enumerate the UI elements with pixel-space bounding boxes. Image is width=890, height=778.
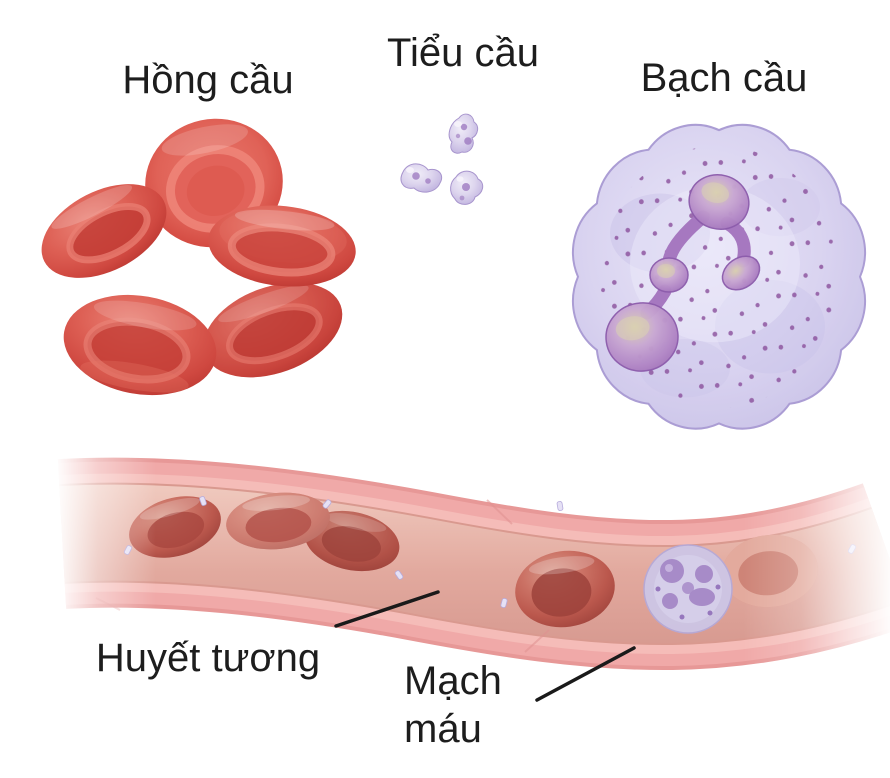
vessel-red-blood-cell xyxy=(722,534,818,608)
platelet xyxy=(450,170,484,205)
vessel-red-blood-cell xyxy=(515,550,615,628)
label-plasma: Huyết tương xyxy=(95,636,321,680)
label-blood-vessel-line1: Mạch xyxy=(404,659,502,703)
white-blood-cell-illustration xyxy=(571,123,867,430)
platelets-illustration xyxy=(400,113,484,205)
wbc-nucleus-lobe xyxy=(721,255,761,291)
wbc-nucleus xyxy=(605,174,761,372)
platelet xyxy=(400,163,443,193)
wbc-nucleus-lobe xyxy=(649,257,689,293)
red-blood-cell xyxy=(203,282,343,378)
plasma-platelet-sparkle xyxy=(199,496,207,506)
red-blood-cell xyxy=(41,184,167,278)
plasma-platelet-sparkle xyxy=(556,501,564,511)
label-blood-vessel: Mạch máu xyxy=(404,657,564,753)
platelet xyxy=(448,113,479,154)
plasma-platelet-sparkle xyxy=(123,545,133,555)
vessel-wall-seam xyxy=(95,597,121,611)
wbc-nucleus-lobe xyxy=(688,174,750,230)
label-blood-vessel-line2: máu xyxy=(404,707,482,751)
red-blood-cells-illustration xyxy=(41,118,356,396)
vessel-wall-seam xyxy=(524,629,550,653)
blood-vessel-illustration xyxy=(57,457,890,671)
plasma-platelet-sparkle xyxy=(500,598,508,608)
label-white-blood-cells: Bạch cầu xyxy=(640,56,808,100)
wbc-nucleus-lobe xyxy=(605,302,679,372)
plasma-platelet-sparkle xyxy=(847,544,857,554)
plasma-platelet-sparkle xyxy=(394,570,404,580)
red-blood-cell xyxy=(63,294,217,396)
label-platelets: Tiểu cầu xyxy=(387,31,539,75)
vessel-red-blood-cell xyxy=(129,496,221,558)
vessel-red-blood-cell xyxy=(226,492,330,550)
vessel-wall-seam xyxy=(486,499,513,525)
plasma-platelet-sparkle xyxy=(322,499,332,509)
label-red-blood-cells: Hồng cầu xyxy=(122,58,294,102)
red-blood-cell xyxy=(208,205,356,287)
vessel-red-blood-cell xyxy=(304,510,400,572)
vessel-white-blood-cell xyxy=(643,544,733,634)
